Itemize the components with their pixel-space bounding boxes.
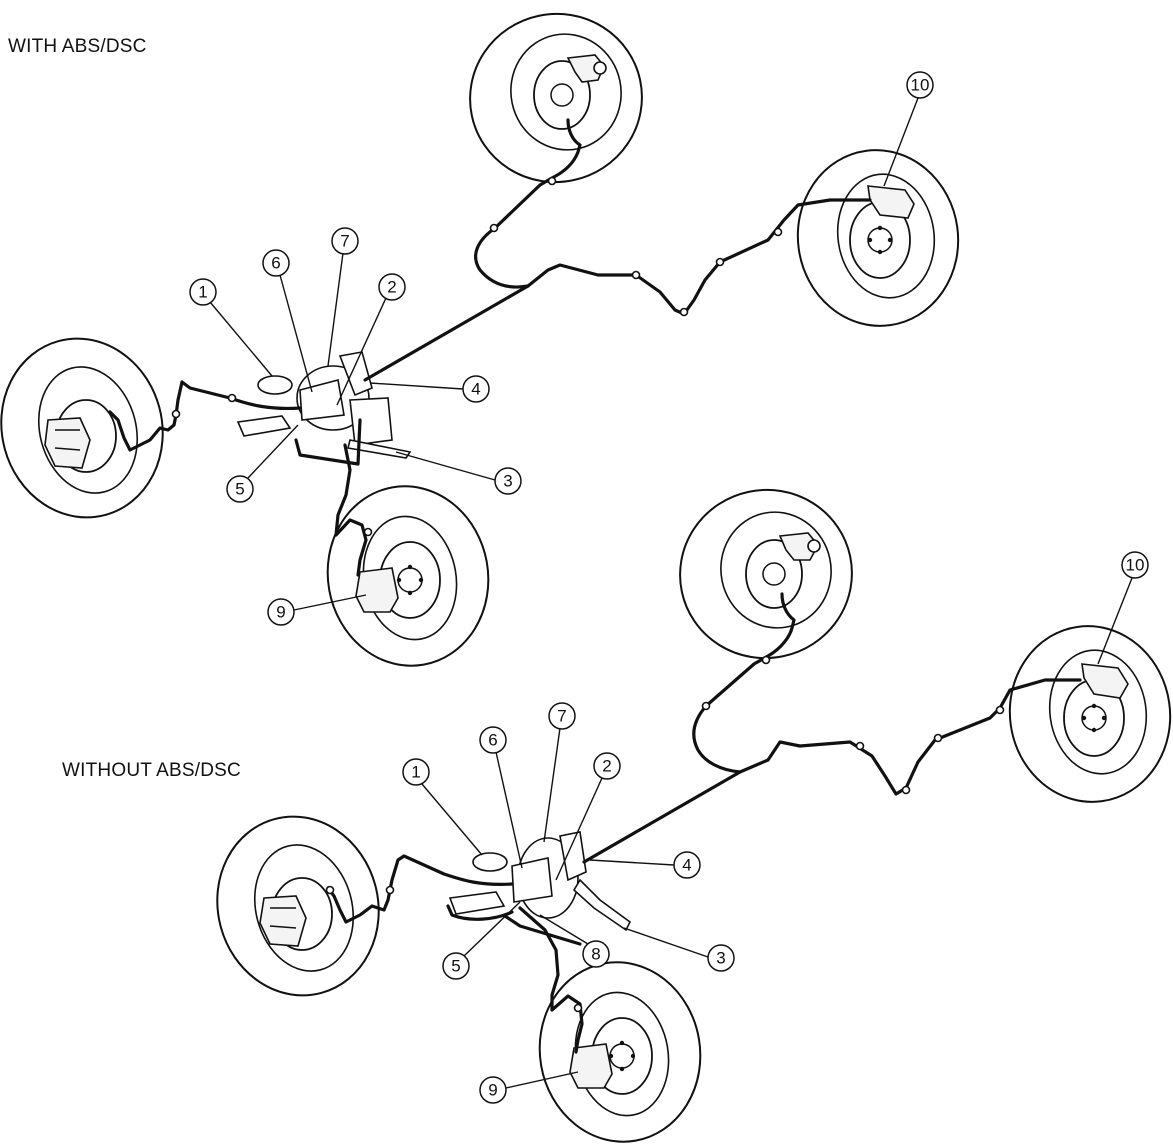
svg-text:7: 7 [340,232,349,251]
svg-text:9: 9 [488,1081,497,1100]
callout-1: 1 [189,278,273,377]
front-wheel-left [216,815,380,997]
callout-2: 2 [336,273,406,406]
svg-text:7: 7 [557,707,566,726]
svg-text:10: 10 [1126,556,1145,575]
callout-1: 1 [402,758,483,856]
callout-5: 5 [226,424,299,503]
callout-4: 4 [369,375,490,403]
caliper-icon [569,1043,613,1089]
svg-text:1: 1 [198,283,207,302]
svg-text:10: 10 [911,76,930,95]
caliper-icon [355,567,399,613]
front-wheel-right [796,149,960,327]
callout-9: 9 [267,594,367,626]
callout-10: 10 [1097,551,1149,665]
callout-2: 2 [555,752,621,881]
callout-8: 8 [539,914,610,968]
master-cylinder-icon [448,831,632,932]
svg-text:5: 5 [235,480,244,499]
line-clips [325,655,1005,1013]
brake-line-icon [326,592,1082,1054]
caliper-icon [44,417,91,469]
with-abs-assembly: 1 6 7 2 4 3 5 [0,12,960,667]
callout-7: 7 [543,702,576,843]
callout-3: 3 [395,451,522,495]
caliper-icon [1081,663,1129,699]
rear-wheel-top [469,12,643,184]
svg-text:5: 5 [451,957,460,976]
front-wheel-left [0,337,164,519]
callout-6: 6 [479,726,523,869]
svg-text:3: 3 [716,949,725,968]
title-without-abs: WITHOUT ABS/DSC [62,760,241,781]
svg-text:4: 4 [471,380,480,399]
line-clips [171,176,783,537]
svg-text:3: 3 [503,472,512,491]
caliper-icon [259,895,307,947]
svg-text:2: 2 [602,757,611,776]
svg-text:1: 1 [411,763,420,782]
callout-6: 6 [262,249,313,393]
callout-10: 10 [883,71,934,187]
front-wheel-right [1008,625,1172,803]
callout-4: 4 [589,851,701,879]
without-abs-assembly: 1 6 7 2 4 3 8 [216,488,1172,1143]
svg-text:8: 8 [591,945,600,964]
svg-text:9: 9 [276,603,285,622]
rear-wheel-bottom [538,961,702,1143]
rear-wheel-top [679,488,853,660]
svg-text:6: 6 [271,254,280,273]
callout-9: 9 [479,1071,579,1104]
svg-text:2: 2 [387,278,396,297]
caliper-icon [566,54,607,83]
callout-3: 3 [623,927,735,972]
caliper-icon [778,532,821,561]
svg-text:6: 6 [488,731,497,750]
title-with-abs: WITH ABS/DSC [8,36,147,57]
svg-text:4: 4 [682,856,691,875]
callout-5: 5 [442,901,521,980]
callout-7: 7 [327,227,359,367]
